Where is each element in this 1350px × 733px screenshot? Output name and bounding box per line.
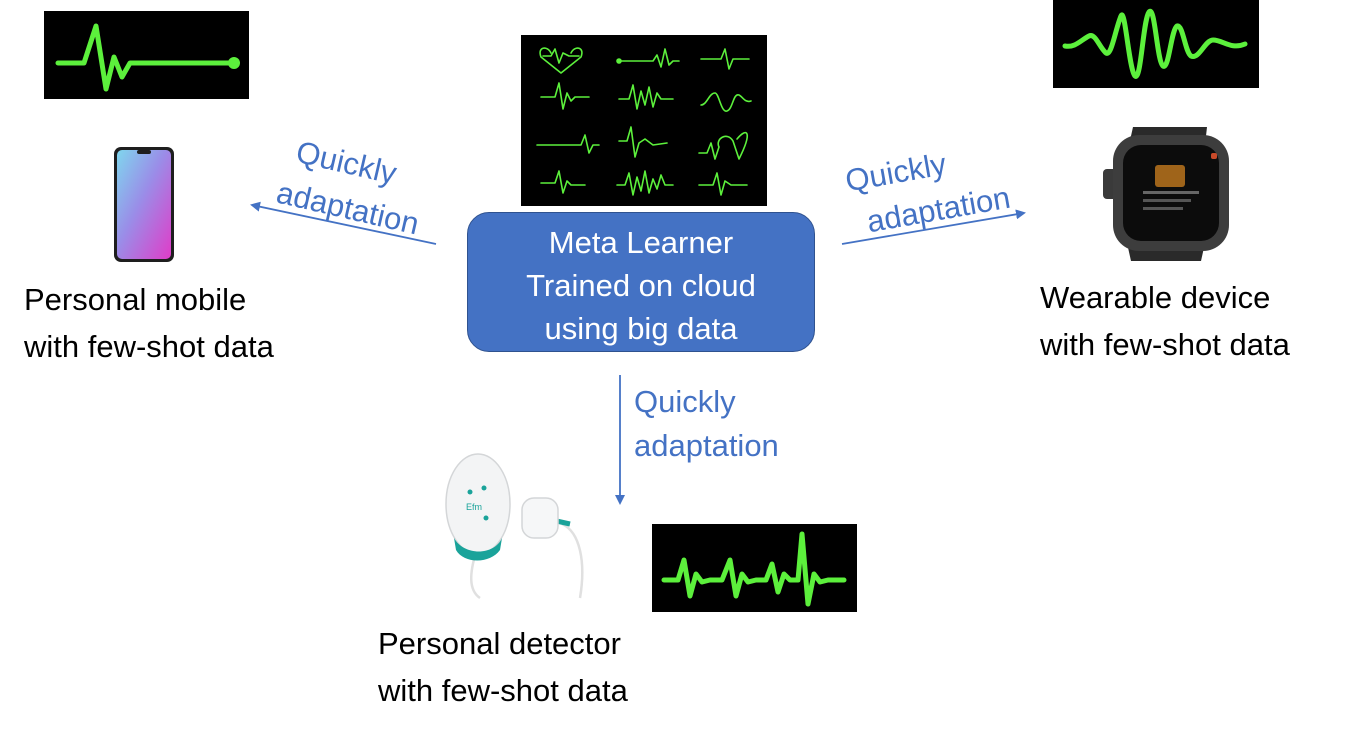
ecg-dataset-grid: [521, 35, 767, 206]
label-wearable-line2: with few-shot data: [1040, 327, 1290, 362]
label-mobile-line2: with few-shot data: [24, 329, 274, 364]
arrow-label-left: Quickly adaptation: [272, 128, 433, 246]
smartwatch-icon: [1093, 125, 1237, 263]
ecg-patch-icon: Efm: [440, 452, 600, 600]
label-wearable-line1: Wearable device: [1040, 280, 1271, 315]
ecg-waveform-icon: [661, 531, 847, 607]
ecg-panel-wearable: [1053, 0, 1259, 88]
ecg-waveform-icon: [1062, 9, 1248, 79]
ecg-panel-mobile: [44, 11, 249, 99]
label-mobile-line1: Personal mobile: [24, 282, 247, 317]
arrow-label-down-line1: Quickly: [634, 384, 736, 419]
ecg-waveform-icon: [55, 23, 240, 92]
smartphone-icon: [113, 146, 175, 263]
center-line-3: using big data: [544, 311, 738, 346]
label-detector: Personal detector with few-shot data: [378, 620, 628, 714]
label-detector-line1: Personal detector: [378, 626, 621, 661]
center-line-1: Meta Learner: [548, 225, 734, 260]
meta-learner-box: Meta Learner Trained on cloud using big …: [467, 212, 815, 352]
label-detector-line2: with few-shot data: [378, 673, 628, 708]
center-line-2: Trained on cloud: [526, 268, 756, 303]
label-mobile: Personal mobile with few-shot data: [24, 276, 274, 370]
arrow-label-down-line2: adaptation: [634, 428, 779, 463]
svg-text:Efm: Efm: [466, 502, 482, 512]
ecg-panel-detector: [652, 524, 857, 612]
arrow-label-right: Quickly adaptation: [842, 132, 1014, 246]
label-wearable: Wearable device with few-shot data: [1040, 274, 1290, 368]
ecg-collection-icon: [536, 47, 752, 196]
arrow-label-down: Quickly adaptation: [634, 380, 779, 468]
